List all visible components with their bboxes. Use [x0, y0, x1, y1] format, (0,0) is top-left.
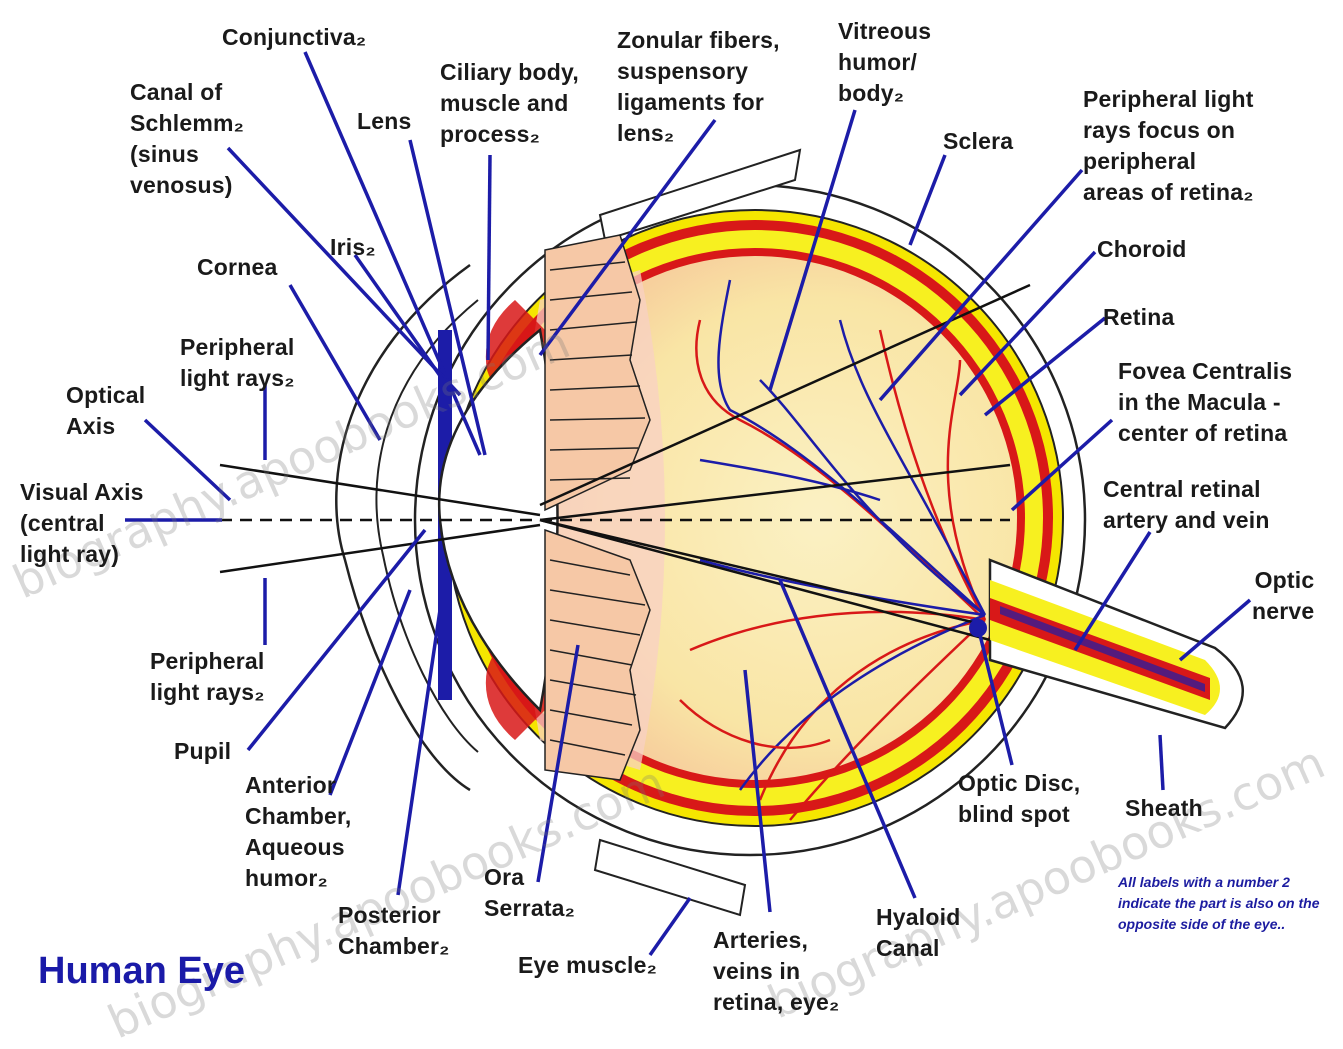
label-choroid: Choroid — [1097, 234, 1187, 265]
footnote: All labels with a number 2 indicate the … — [1118, 872, 1328, 935]
label-hyaloid-canal: Hyaloid Canal — [876, 902, 960, 964]
label-peripheral-focus: Peripheral light rays focus on periphera… — [1083, 84, 1254, 208]
label-peripheral-rays-top: Peripheral light rays₂ — [180, 332, 295, 394]
label-canal-of-schlemm: Canal of Schlemm₂ (sinus venosus) — [130, 77, 244, 201]
label-optic-nerve: Optic nerve — [1252, 565, 1314, 627]
label-iris: Iris₂ — [330, 232, 376, 263]
label-cornea: Cornea — [197, 252, 277, 283]
label-sclera: Sclera — [943, 126, 1013, 157]
label-central-retinal-artery: Central retinal artery and vein — [1103, 474, 1270, 536]
label-pupil: Pupil — [174, 736, 231, 767]
optic-disc-marker — [969, 619, 987, 637]
label-ciliary-body: Ciliary body, muscle and process₂ — [440, 57, 579, 150]
label-arteries-veins: Arteries, veins in retina, eye₂ — [713, 925, 839, 1018]
label-anterior-chamber: Anterior Chamber, Aqueous humor₂ — [245, 770, 351, 894]
label-optic-disc: Optic Disc, blind spot — [958, 768, 1080, 830]
label-peripheral-rays-bottom: Peripheral light rays₂ — [150, 646, 265, 708]
label-eye-muscle: Eye muscle₂ — [518, 950, 657, 981]
label-lens: Lens — [357, 106, 411, 137]
label-zonular-fibers: Zonular fibers, suspensory ligaments for… — [617, 25, 780, 149]
label-vitreous-humor: Vitreous humor/ body₂ — [838, 16, 931, 109]
label-retina: Retina — [1103, 302, 1175, 333]
label-visual-axis: Visual Axis (central light ray) — [20, 477, 144, 570]
diagram-title: Human Eye — [38, 950, 245, 993]
label-sheath: Sheath — [1125, 793, 1203, 824]
label-posterior-chamber: Posterior Chamber₂ — [338, 900, 450, 962]
label-fovea-centralis: Fovea Centralis in the Macula - center o… — [1118, 356, 1292, 449]
label-ora-serrata: Ora Serrata₂ — [484, 862, 575, 924]
label-conjunctiva: Conjunctiva₂ — [222, 22, 366, 53]
label-optical-axis: Optical Axis — [66, 380, 145, 442]
eye-diagram: biography.apoobooks.com biography.apoobo… — [0, 0, 1343, 1025]
